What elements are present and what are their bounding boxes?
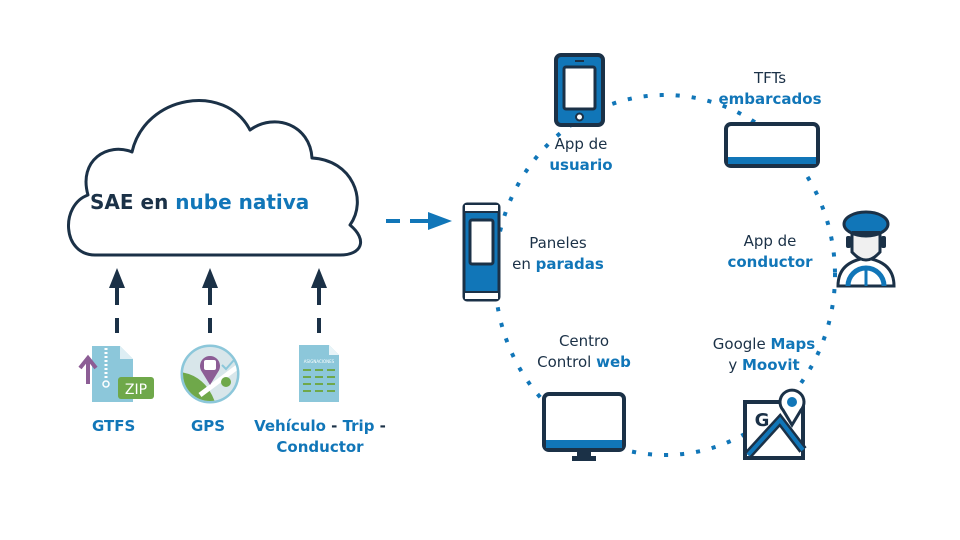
cloud-title-part1: SAE en (90, 190, 176, 214)
label-trip: Trip (342, 417, 375, 435)
label-line1: App de (743, 232, 797, 250)
source-label-gtfs: GTFS (92, 417, 136, 435)
label-line1b: Maps (770, 335, 816, 353)
label-sep: - (374, 417, 386, 435)
output-label-centro-control: Centro Control web (526, 331, 642, 373)
label-line1: TFTs (753, 69, 787, 87)
label-vehiculo: Vehículo (254, 417, 326, 435)
google-maps-icon: G (743, 388, 807, 460)
arrow-up-icon (109, 268, 125, 333)
zip-badge-text: ZIP (125, 382, 147, 398)
cloud-title: SAE en nube nativa (90, 190, 309, 214)
label-line2b: Moovit (742, 356, 800, 374)
label-sep: - (325, 417, 343, 435)
output-label-app-usuario: App de usuario (541, 134, 621, 176)
label-line2: embarcados (718, 90, 822, 108)
tft-screen-icon (724, 122, 820, 168)
doc-heading: ASIGNACIONES (304, 359, 335, 364)
label-line1: App de (554, 135, 608, 153)
arrow-right-icon (386, 212, 452, 230)
label-line1: Paneles (529, 234, 587, 252)
dotted-connection-ring (493, 93, 837, 457)
output-label-google-maps: Google Maps y Moovit (700, 334, 828, 376)
stop-panel-icon (462, 202, 501, 302)
output-label-app-conductor: App de conductor (718, 231, 822, 273)
monitor-icon (542, 392, 626, 461)
label-line2b: paradas (535, 255, 604, 273)
arrow-up-icon (202, 268, 218, 333)
output-label-paneles: Paneles en paradas (506, 233, 610, 275)
smartphone-icon (554, 53, 605, 127)
zip-file-upload-icon: ZIP (78, 346, 154, 402)
gps-map-pin-icon (180, 344, 240, 404)
label-line2: conductor (727, 253, 813, 271)
output-label-tfts: TFTs embarcados (710, 68, 830, 110)
svg-text:G: G (755, 410, 770, 431)
label-line2a: Control (537, 353, 597, 371)
arrow-up-icon (311, 268, 327, 333)
upload-arrows (109, 268, 327, 333)
label-line2b: web (596, 353, 631, 371)
cloud-title-highlight: nube nativa (175, 190, 310, 214)
source-label-gps: GPS (191, 417, 226, 435)
driver-icon (836, 210, 896, 288)
label-line2a: y (728, 356, 742, 374)
cloud-icon (67, 99, 363, 257)
label-line1a: Google (712, 335, 771, 353)
label-line1: Centro (558, 332, 610, 350)
label-line2a: en (512, 255, 536, 273)
label-line2: usuario (549, 156, 613, 174)
source-label-assignments: Vehículo - Trip - Conductor (249, 416, 391, 458)
spreadsheet-document-icon: ASIGNACIONES (299, 345, 339, 402)
label-conductor: Conductor (276, 438, 364, 456)
